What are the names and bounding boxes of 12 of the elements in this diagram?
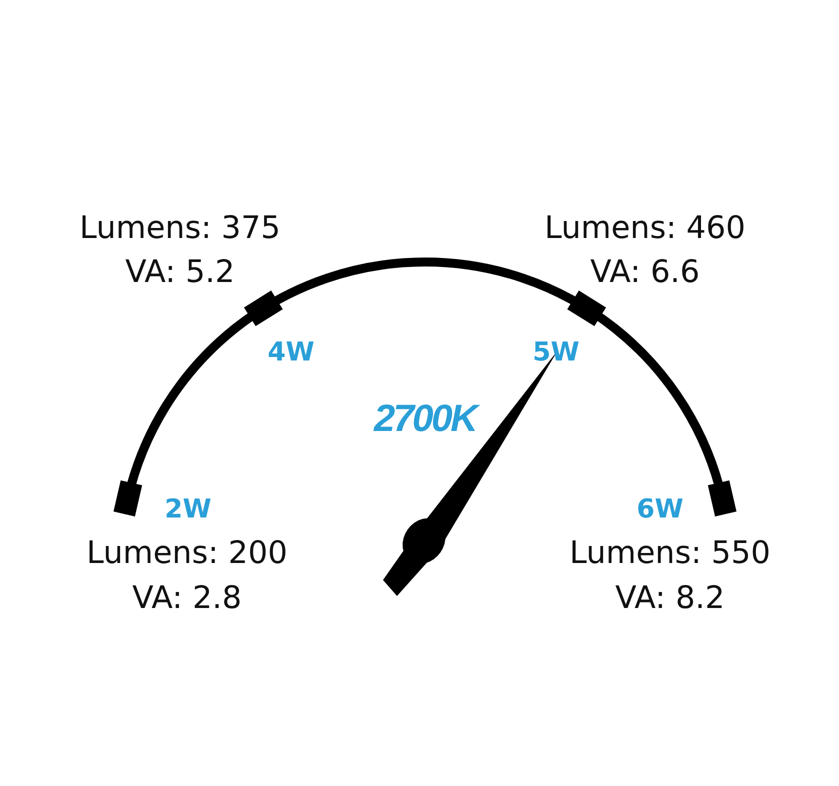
lumens-value: Lumens: 375 [80, 210, 280, 246]
va-value: VA: 8.2 [615, 580, 725, 616]
lumens-value: Lumens: 460 [544, 210, 746, 246]
va-value: VA: 6.6 [590, 254, 700, 290]
va-value: VA: 2.8 [132, 580, 242, 616]
wattage-label: 4W [268, 338, 314, 368]
lumens-value: Lumens: 550 [570, 536, 770, 570]
lumens-value: Lumens: 200 [86, 536, 288, 570]
va-value: VA: 5.2 [125, 254, 235, 290]
wattage-label: 6W [636, 496, 684, 524]
wattage-label: 2W [164, 496, 212, 524]
wattage-label: 5W [532, 338, 580, 368]
